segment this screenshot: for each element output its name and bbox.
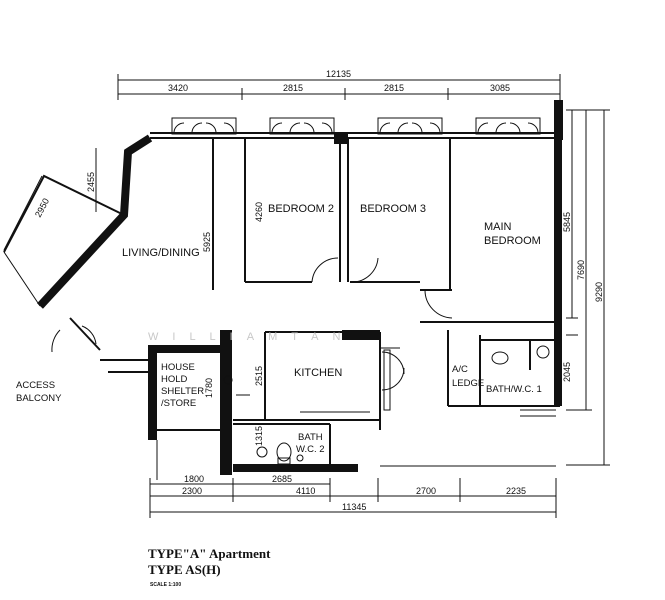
dim-right-3: 9290 xyxy=(594,282,604,302)
dim-balcony-1: 2455 xyxy=(86,172,96,192)
basin-wc1 xyxy=(536,345,550,359)
room-main-bedroom-line1: MAIN xyxy=(484,221,512,233)
basin-wc2 xyxy=(256,446,268,458)
room-bedroom-2: BEDROOM 2 xyxy=(268,203,334,215)
room-bedroom-3: BEDROOM 3 xyxy=(360,203,426,215)
room-bath-wc2-line1: BATH xyxy=(298,432,323,443)
room-shelter-line4: /STORE xyxy=(161,398,196,409)
walls xyxy=(3,100,563,480)
dim-wc2-width: 1315 xyxy=(254,426,264,446)
dim-bottom-total: 11345 xyxy=(342,502,366,512)
toilet-wc2 xyxy=(276,442,292,462)
windows xyxy=(171,117,541,135)
dim-kitchen-height: 2515 xyxy=(254,366,264,386)
dim-bottom-4: 2235 xyxy=(506,486,526,496)
room-kitchen: KITCHEN xyxy=(294,367,342,379)
dim-bedroom2-height: 4260 xyxy=(254,202,264,222)
room-shelter-line3: SHELTER xyxy=(161,386,204,397)
dim-right-1: 5845 xyxy=(562,212,572,232)
room-main-bedroom-line2: BEDROOM xyxy=(484,235,541,247)
watermark: WILLIAMTAN xyxy=(148,331,354,343)
room-bath-wc2-line2: W.C. 2 xyxy=(296,444,325,455)
dim-balcony-2: 2950 xyxy=(33,197,51,219)
room-access-balcony-line1: ACCESS xyxy=(16,380,55,391)
dim-bottom-sub-1: 1800 xyxy=(184,474,204,484)
room-ac-ledge-line2: LEDGE xyxy=(452,378,484,389)
room-living-dining: LIVING/DINING xyxy=(122,247,200,259)
dim-top-2: 2815 xyxy=(283,83,303,93)
room-bath-wc1: BATH/W.C. 1 xyxy=(486,384,542,395)
dim-bottom-sub-2: 2685 xyxy=(272,474,292,484)
fixtures xyxy=(223,345,550,465)
dim-top-3: 2815 xyxy=(384,83,404,93)
title-line1: TYPE"A" Apartment xyxy=(148,546,271,561)
dim-top-4: 3085 xyxy=(490,83,510,93)
dim-right-4: 2045 xyxy=(562,362,572,382)
dim-shelter-height: 1780 xyxy=(204,378,214,398)
title-scale: SCALE 1:100 xyxy=(150,582,181,588)
dim-top-1: 3420 xyxy=(168,83,188,93)
dimension-lines xyxy=(3,74,610,518)
dim-bottom-3: 2700 xyxy=(416,486,436,496)
dim-top-total: 12135 xyxy=(326,69,351,79)
room-ac-ledge-line1: A/C xyxy=(452,364,468,375)
dim-bottom-1: 2300 xyxy=(182,486,202,496)
dim-right-2: 7690 xyxy=(576,260,586,280)
dim-bottom-2: 4110 xyxy=(296,486,315,496)
room-access-balcony-line2: BALCONY xyxy=(16,393,62,404)
title-line2: TYPE AS(H) xyxy=(148,562,221,577)
toilet-wc1 xyxy=(491,351,509,365)
room-shelter-line2: HOLD xyxy=(161,374,188,385)
room-shelter-line1: HOUSE xyxy=(161,362,195,373)
dim-living-height: 5925 xyxy=(202,232,212,252)
